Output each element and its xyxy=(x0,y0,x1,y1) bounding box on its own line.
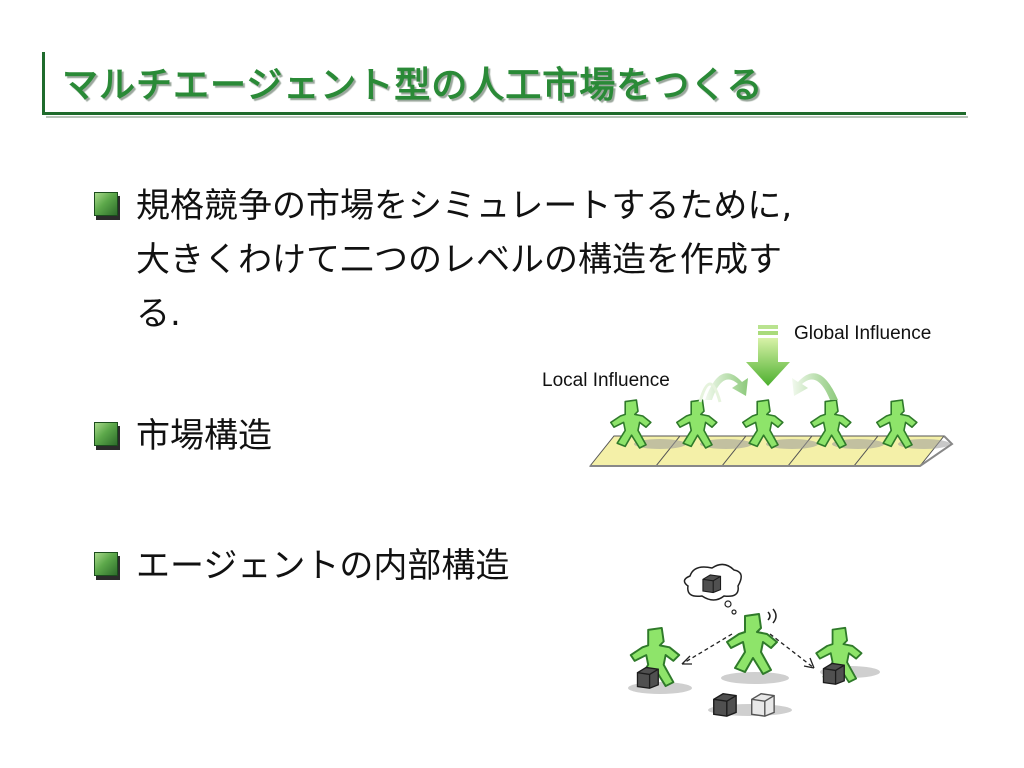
bullet-1-line-1: 規格競争の市場をシミュレートするために, xyxy=(136,186,793,226)
bullet-1-line-2: 大きくわけて二つのレベルの構造を作成す xyxy=(136,240,782,280)
cube-icon xyxy=(702,574,722,594)
bullet-square-icon xyxy=(94,422,124,452)
bullet-2-text: 市場構造 xyxy=(136,416,272,456)
cube-icon xyxy=(751,693,775,717)
title-accent-line xyxy=(42,52,45,114)
agent-figure-icon xyxy=(725,612,779,676)
bullet-square-icon xyxy=(94,192,124,222)
agent-structure-diagram xyxy=(628,563,880,717)
global-influence-label: Global Influence xyxy=(794,323,932,344)
cube-icon xyxy=(636,666,659,689)
market-structure-diagram xyxy=(588,325,954,467)
curved-arrow-icon xyxy=(705,373,748,400)
cube-icon xyxy=(822,662,845,685)
cube-icon xyxy=(713,693,737,717)
bullet-1-line-3: る. xyxy=(136,294,181,334)
thought-bubble-icon xyxy=(683,563,742,615)
title-bar: マルチエージェント型の人工市場をつくる xyxy=(40,48,968,118)
bullet-3-text: エージェントの内部構造 xyxy=(136,546,510,586)
title-underline xyxy=(42,112,966,115)
local-influence-label: Local Influence xyxy=(542,370,670,391)
tile-row xyxy=(588,435,954,467)
curved-arrow-icon xyxy=(792,373,838,400)
down-arrow-icon xyxy=(746,325,790,386)
title-underline-shadow xyxy=(46,116,968,118)
bullet-square-icon xyxy=(94,552,124,582)
slide-title: マルチエージェント型の人工市場をつくる xyxy=(62,65,764,106)
